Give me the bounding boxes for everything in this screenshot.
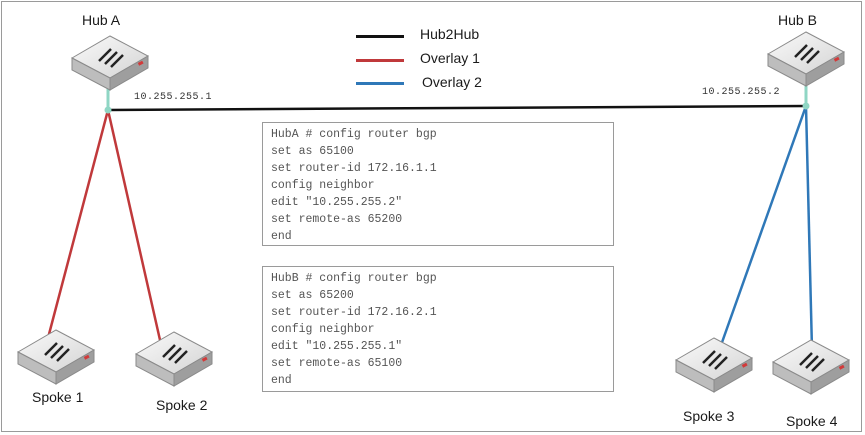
hub-a-label: Hub A xyxy=(82,12,121,28)
config-line: HubB # config router bgp xyxy=(271,272,437,285)
spoke4-device-icon xyxy=(771,338,851,396)
hub-a-bgp-config: HubA # config router bgp set as 65100 se… xyxy=(262,122,614,246)
spoke3-device-icon xyxy=(674,336,754,394)
config-line: end xyxy=(271,374,292,387)
config-line: set router-id 172.16.2.1 xyxy=(271,306,437,319)
overlay1-link-spoke1 xyxy=(46,109,110,339)
config-line: set router-id 172.16.1.1 xyxy=(271,162,437,175)
config-line: config neighbor xyxy=(271,179,375,192)
config-line: HubA # config router bgp xyxy=(271,128,437,141)
config-line: set as 65100 xyxy=(271,145,354,158)
config-line: set as 65200 xyxy=(271,289,354,302)
hub2hub-link xyxy=(107,104,807,112)
overlay2-link-spoke4 xyxy=(804,105,814,351)
legend-overlay2-label: Overlay 2 xyxy=(422,74,482,90)
hub-a-device-icon xyxy=(70,34,150,92)
config-line: config neighbor xyxy=(271,323,375,336)
legend-overlay2-swatch xyxy=(356,82,404,85)
spoke1-label: Spoke 1 xyxy=(32,389,84,405)
hub-a-ip-label: 10.255.255.1 xyxy=(134,92,213,103)
spoke2-device-icon xyxy=(134,330,214,388)
hub-b-ip-label: 10.255.255.2 xyxy=(702,87,781,98)
spoke1-device-icon xyxy=(16,328,96,386)
legend-overlay1-swatch xyxy=(356,59,404,62)
config-line: edit "10.255.255.1" xyxy=(271,340,403,353)
overlay2-link-spoke3 xyxy=(718,105,808,349)
hub-b-junction xyxy=(802,102,810,110)
hub-b-device-icon xyxy=(766,30,846,88)
hub-a-junction xyxy=(104,106,112,114)
config-line: end xyxy=(271,230,292,243)
legend-overlay1-label: Overlay 1 xyxy=(420,50,480,66)
config-line: set remote-as 65200 xyxy=(271,213,403,226)
legend-hub2hub-label: Hub2Hub xyxy=(420,26,480,42)
config-line: set remote-as 65100 xyxy=(271,357,403,370)
overlay1-link-spoke2 xyxy=(106,109,162,341)
legend-hub2hub-swatch xyxy=(356,35,404,38)
hub-b-label: Hub B xyxy=(778,12,817,28)
config-line: edit "10.255.255.2" xyxy=(271,196,403,209)
spoke4-label: Spoke 4 xyxy=(786,413,838,429)
hub-b-bgp-config: HubB # config router bgp set as 65200 se… xyxy=(262,266,614,392)
spoke3-label: Spoke 3 xyxy=(683,408,735,424)
spoke2-label: Spoke 2 xyxy=(156,397,208,413)
